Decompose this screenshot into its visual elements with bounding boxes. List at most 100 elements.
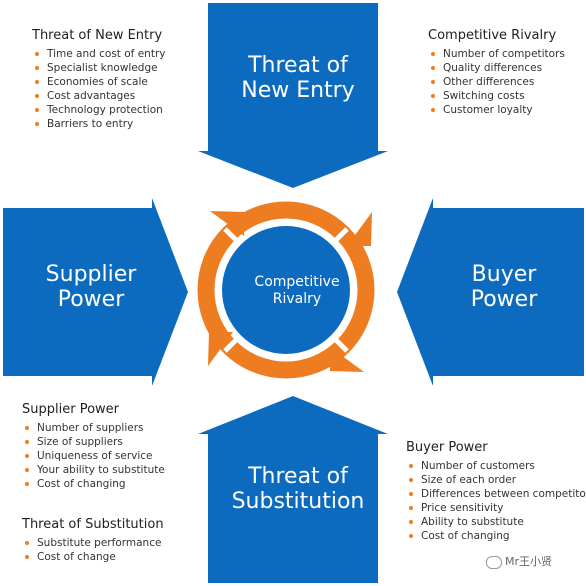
bullet-icon <box>25 426 29 430</box>
list-item: Number of competitors <box>428 47 565 61</box>
cycle-arrowhead-bottom-left <box>208 332 233 366</box>
list-item: Time and cost of entry <box>32 47 165 61</box>
bullet-icon <box>409 478 413 482</box>
panel-list: Substitute performance Cost of change <box>22 536 164 564</box>
cycle-arrowhead-top-right <box>347 212 372 246</box>
list-item-text: Cost of changing <box>421 530 510 542</box>
threat-of-new-entry-block: Threat of New Entry <box>198 3 388 188</box>
center-label-line1: Competitive <box>254 274 339 290</box>
list-item: Switching costs <box>428 89 565 103</box>
list-item: Number of suppliers <box>22 421 165 435</box>
bullet-icon <box>431 80 435 84</box>
list-item: Specialist knowledge <box>32 61 165 75</box>
competitive-rivalry-center: Competitive Rivalry <box>222 226 350 354</box>
supplier-power-arrow <box>3 198 188 386</box>
threat-of-new-entry-panel: Threat of New Entry Time and cost of ent… <box>32 27 165 131</box>
list-item: Cost of changing <box>22 477 165 491</box>
bullet-icon <box>25 440 29 444</box>
list-item-text: Economies of scale <box>47 76 148 88</box>
list-item-text: Specialist knowledge <box>47 62 158 74</box>
bullet-icon <box>35 52 39 56</box>
watermark: Mr王小贤 <box>486 553 552 569</box>
list-item: Size of suppliers <box>22 435 165 449</box>
threat-of-substitution-block: Threat of Substitution <box>198 396 388 583</box>
bullet-icon <box>25 482 29 486</box>
threat-of-new-entry-label-line2: New Entry <box>241 78 355 103</box>
list-item-text: Uniqueness of service <box>37 450 153 462</box>
threat-of-substitution-label-line1: Threat of <box>247 464 349 489</box>
list-item: Cost of change <box>22 550 164 564</box>
panel-list: Number of competitors Quality difference… <box>428 47 565 117</box>
bullet-icon <box>431 52 435 56</box>
list-item: Quality differences <box>428 61 565 75</box>
bullet-icon <box>409 464 413 468</box>
list-item-text: Cost of change <box>37 551 116 563</box>
bullet-icon <box>25 454 29 458</box>
bullet-icon <box>409 492 413 496</box>
bullet-icon <box>25 468 29 472</box>
bullet-icon <box>35 108 39 112</box>
list-item-text: Cost of changing <box>37 478 126 490</box>
list-item: Cost of changing <box>406 529 586 543</box>
bullet-icon <box>35 122 39 126</box>
rivalry-cycle-ring <box>197 201 375 379</box>
bullet-icon <box>25 555 29 559</box>
panel-list: Number of suppliers Size of suppliers Un… <box>22 421 165 491</box>
threat-of-new-entry-label-line1: Threat of <box>247 53 349 78</box>
list-item-text: Time and cost of entry <box>47 48 166 60</box>
list-item: Number of customers <box>406 459 586 473</box>
cycle-ring <box>197 201 375 379</box>
list-item: Barriers to entry <box>32 117 165 131</box>
list-item-text: Number of suppliers <box>37 422 144 434</box>
list-item-text: Number of customers <box>421 460 535 472</box>
list-item-text: Your ability to substitute <box>37 464 165 476</box>
list-item: Uniqueness of service <box>22 449 165 463</box>
panel-title: Supplier Power <box>22 402 119 417</box>
list-item: Size of each order <box>406 473 586 487</box>
supplier-power-label-line2: Power <box>58 287 125 312</box>
list-item: Ability to substitute <box>406 515 586 529</box>
threat-of-substitution-panel: Threat of Substitution Substitute perfor… <box>22 516 164 564</box>
list-item: Your ability to substitute <box>22 463 165 477</box>
list-item-text: Differences between competitors <box>421 488 586 500</box>
buyer-power-label-line1: Buyer <box>472 262 538 287</box>
threat-of-substitution-arrow <box>198 396 388 583</box>
cycle-arrowhead-bottom-right <box>330 347 364 372</box>
list-item: Cost advantages <box>32 89 165 103</box>
list-item-text: Barriers to entry <box>47 118 134 130</box>
threat-of-new-entry-arrow <box>198 3 388 188</box>
panel-title: Threat of Substitution <box>22 517 164 532</box>
supplier-power-panel: Supplier Power Number of suppliers Size … <box>22 401 165 491</box>
list-item-text: Other differences <box>443 76 535 88</box>
list-item-text: Ability to substitute <box>421 516 524 528</box>
list-item-text: Cost advantages <box>47 90 136 102</box>
list-item-text: Number of competitors <box>443 48 565 60</box>
cycle-arrowhead-top-left <box>210 211 244 236</box>
list-item-text: Size of each order <box>421 474 517 486</box>
threat-of-substitution-label-line2: Substitution <box>232 489 365 514</box>
panel-list: Number of customers Size of each order D… <box>406 459 586 543</box>
list-item-text: Customer loyalty <box>443 104 533 116</box>
panel-title: Buyer Power <box>406 440 488 455</box>
bullet-icon <box>431 108 435 112</box>
bullet-icon <box>35 66 39 70</box>
list-item-text: Quality differences <box>443 62 543 74</box>
list-item-text: Price sensitivity <box>421 502 504 514</box>
list-item-text: Substitute performance <box>37 537 162 549</box>
list-item-text: Switching costs <box>443 90 525 102</box>
bullet-icon <box>25 541 29 545</box>
buyer-power-arrow <box>397 198 584 386</box>
bullet-icon <box>409 534 413 538</box>
list-item: Technology protection <box>32 103 165 117</box>
list-item: Customer loyalty <box>428 103 565 117</box>
center-circle <box>222 226 350 354</box>
bullet-icon <box>409 520 413 524</box>
buyer-power-label-line2: Power <box>471 287 538 312</box>
panel-title: Threat of New Entry <box>32 28 163 43</box>
buyer-power-panel: Buyer Power Number of customers Size of … <box>406 439 586 543</box>
list-item: Other differences <box>428 75 565 89</box>
supplier-power-label-line1: Supplier <box>46 262 138 287</box>
list-item: Price sensitivity <box>406 501 586 515</box>
bullet-icon <box>35 94 39 98</box>
